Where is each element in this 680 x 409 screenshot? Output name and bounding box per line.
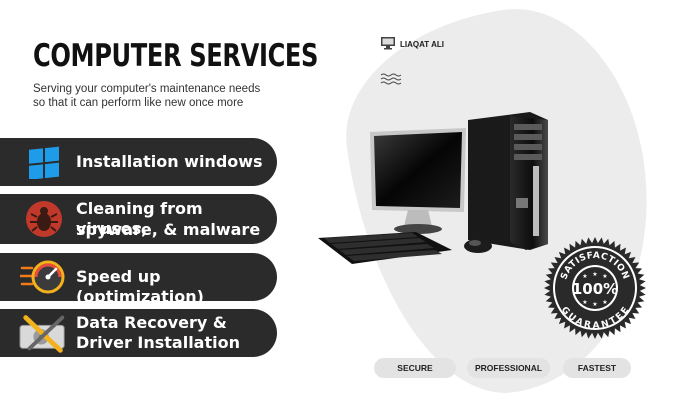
tag-secure: SECURE — [374, 358, 456, 378]
brand-name: LIAQAT ALI — [400, 39, 444, 49]
service-label-line2: Driver Installation — [76, 333, 240, 352]
bug-icon — [18, 199, 70, 239]
service-data-recovery: Data Recovery & Driver Installation — [0, 309, 277, 357]
service-label-line1: Cleaning from viruses, — [76, 199, 203, 238]
service-cleaning-viruses: Cleaning from viruses, spyware, & malwar… — [0, 194, 277, 244]
monitor-icon — [380, 36, 396, 52]
svg-text:★: ★ — [592, 301, 597, 308]
svg-text:★: ★ — [592, 271, 597, 278]
svg-text:★: ★ — [602, 273, 607, 280]
satisfaction-guarantee-seal: SATISFACTION GUARANTEE 100% ★★★ ★★★ — [543, 236, 647, 344]
page-subtitle: Serving your computer's maintenance need… — [33, 83, 261, 109]
tag-fastest: FASTEST — [563, 358, 631, 378]
svg-text:★: ★ — [602, 299, 607, 306]
tag-professional: PROFESSIONAL — [467, 358, 550, 378]
seal-center-text: 100% — [572, 280, 618, 298]
service-label-line1: Data Recovery & — [76, 313, 227, 332]
speedometer-icon — [18, 257, 70, 297]
brand: LIAQAT ALI — [380, 36, 444, 52]
page-title: COMPUTER SERVICES — [33, 38, 319, 74]
waves-icon — [380, 70, 402, 89]
hard-drive-tools-icon — [18, 313, 70, 353]
service-installation-windows: Installation windows — [0, 138, 277, 186]
service-label: Speed up (optimization) — [76, 267, 204, 306]
desktop-computer-image — [318, 110, 550, 274]
seal-stars-icon: ★ ★ ★ ★ ★ ★ — [582, 271, 607, 308]
service-label-line2: spyware, & malware — [76, 220, 261, 239]
service-label: Installation windows — [76, 152, 263, 171]
windows-logo-icon — [18, 142, 70, 182]
service-speed-up: Speed up (optimization) — [0, 253, 277, 306]
svg-text:★: ★ — [582, 299, 587, 306]
svg-text:★: ★ — [582, 273, 587, 280]
